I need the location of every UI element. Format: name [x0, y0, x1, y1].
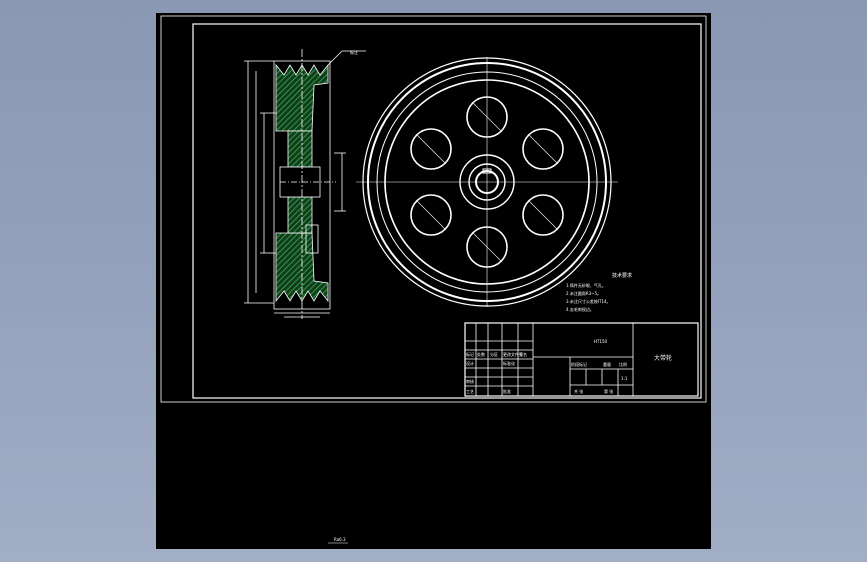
detail-tag: 标注 — [350, 49, 358, 55]
technical-requirements: 技术要求 1.铸件无砂眼、气孔。 2.未注圆角R3~5。 3.未注尺寸公差按IT… — [566, 272, 632, 312]
label-zone: 分区 — [490, 351, 498, 357]
material-value: HT150 — [594, 339, 608, 344]
title-block-text: HT150 大带轮 标记 处数 分区 更改文件号 签名 设计 标准化 阶段标记 … — [466, 339, 672, 394]
tech-req-item-2: 2.未注圆角R3~5。 — [566, 290, 601, 296]
label-weight: 重量 — [603, 361, 611, 367]
label-change-doc: 更改文件号 — [503, 351, 523, 357]
label-approve: 批准 — [503, 388, 511, 394]
label-sheet-total: 共 张 — [574, 388, 583, 394]
label-count: 处数 — [477, 351, 485, 357]
bottom-label: Ra6.3 — [334, 537, 346, 542]
label-signature: 签名 — [519, 351, 527, 357]
side-section-view — [244, 49, 366, 319]
label-standardize: 标准化 — [503, 360, 515, 366]
label-design: 设计 — [466, 360, 474, 366]
label-review: 审核 — [466, 378, 474, 384]
drawing-sheet: 标注 — [156, 13, 711, 549]
part-name: 大带轮 — [654, 354, 672, 362]
label-stage-mark: 阶段标记 — [571, 361, 587, 367]
label-ratio: 比例 — [619, 361, 627, 367]
label-mark: 标记 — [466, 351, 474, 357]
model-area-frame — [160, 15, 707, 403]
scale-value: 1:1 — [621, 376, 628, 381]
tech-req-item-1: 1.铸件无砂眼、气孔。 — [566, 282, 606, 288]
label-sheet-no: 第 张 — [604, 388, 613, 394]
tech-req-item-4: 4.去毛刺锐边。 — [566, 306, 594, 312]
front-view — [356, 57, 618, 307]
border-frame — [192, 23, 702, 399]
title-block — [464, 322, 699, 397]
tech-req-heading: 技术要求 — [612, 272, 632, 279]
tech-req-item-3: 3.未注尺寸公差按IT14。 — [566, 298, 611, 304]
cad-drawing: 标注 — [160, 15, 707, 544]
label-process: 工艺 — [466, 389, 474, 394]
